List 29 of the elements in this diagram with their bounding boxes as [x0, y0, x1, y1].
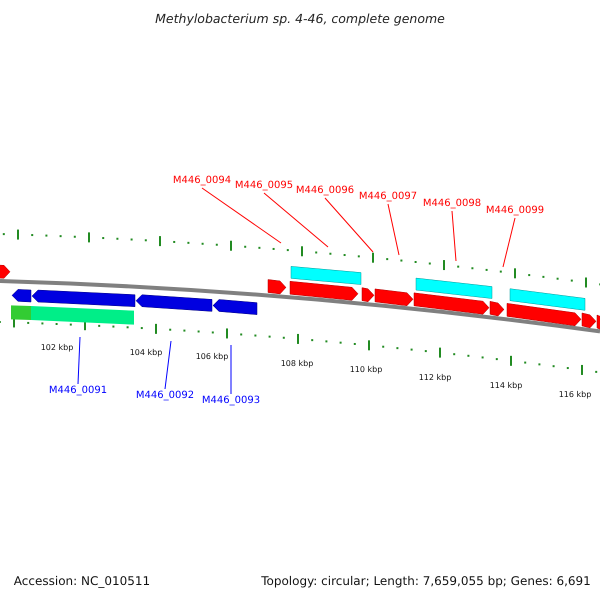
gene-label: M446_0091: [48, 384, 108, 398]
scale-label: 108 kbp: [280, 358, 314, 370]
leader-line: [452, 210, 456, 262]
gene-label: M446_0096: [296, 184, 354, 198]
scale-label: 102 kbp: [40, 342, 74, 354]
leader-line: [78, 336, 80, 384]
scale-label: 112 kbp: [418, 372, 452, 384]
leader-line: [324, 198, 374, 252]
scale-label: 104 kbp: [130, 347, 162, 359]
leader-line: [264, 192, 328, 248]
gene-label: M446_0094: [172, 174, 232, 188]
gene-label: M446_0093: [202, 394, 260, 408]
leader-line: [502, 218, 516, 268]
scale-label: 116 kbp: [558, 389, 592, 401]
gene-label: M446_0098: [422, 197, 482, 211]
leader-line: [388, 204, 400, 256]
title: Methylobacterium sp. 4-46, complete genome: [155, 10, 445, 28]
leader-line: [164, 340, 172, 390]
gene-label: M446_0097: [358, 190, 418, 204]
gene-label: M446_0095: [234, 179, 294, 193]
gene-label: M446_0092: [136, 389, 194, 403]
scale-label: 106 kbp: [196, 351, 228, 363]
footer-note: Topology: circular; Length: 7,659,055 bp; Genes: 6,691: [261, 573, 591, 590]
scale-label: 110 kbp: [350, 364, 382, 376]
leader-line: [202, 188, 282, 244]
gene-label: M446_0099: [486, 204, 544, 218]
footer-note: Accession: NC_010511: [14, 573, 150, 590]
scale-label: 114 kbp: [490, 380, 522, 392]
leader-line: [230, 344, 232, 394]
